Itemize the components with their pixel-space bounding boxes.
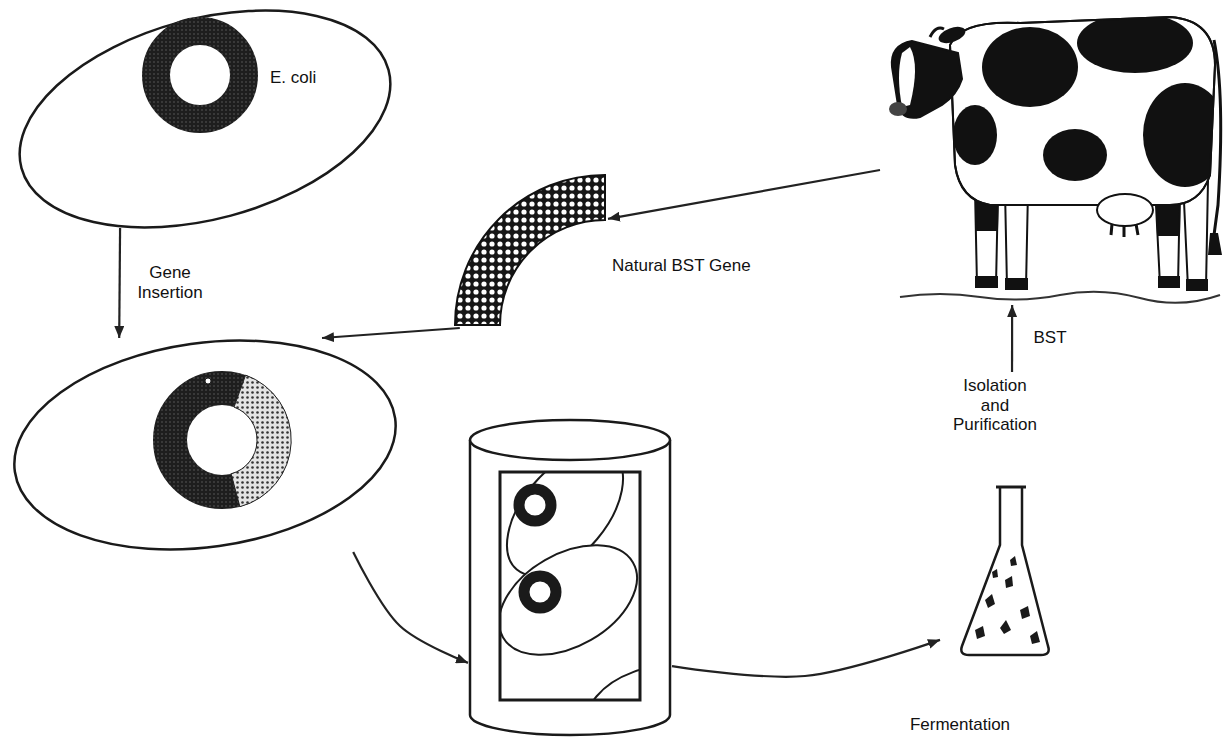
flask: [961, 487, 1048, 655]
modified-cell: [10, 338, 400, 552]
gene-segment: Natural BST Gene: [452, 172, 608, 328]
fermentation-tank: [470, 420, 713, 741]
tail: [1214, 40, 1221, 235]
crystals: [975, 556, 1040, 644]
ecoli-cell: [0, 0, 414, 265]
arrow-label: Gene Insertion: [130, 263, 210, 302]
gene-segment: [455, 175, 605, 325]
node-label: Natural BST Gene: [612, 256, 751, 276]
node-label: Isolation and Purification: [951, 376, 1039, 435]
arrow-label: BST: [1025, 328, 1075, 348]
flow-arrow: [118, 228, 121, 338]
cow: [889, 13, 1227, 303]
flow-arrow: [322, 328, 460, 338]
flow-arrow: [672, 640, 940, 677]
cow-figure: [880, 5, 1225, 305]
flask-box: Isolation and Purification: [940, 372, 1050, 660]
flow-arrow: [353, 552, 468, 663]
plasmid-ring: [156, 31, 244, 119]
arrow-label: Fermentation: [895, 715, 1025, 735]
udder: [1097, 194, 1153, 226]
modified-cell: [1, 317, 410, 572]
flow-arrow: [1011, 305, 1013, 372]
cells-in-tank: [500, 472, 640, 700]
fermentation-tank-box: [468, 418, 672, 736]
flow-arrow: [608, 170, 880, 219]
node-label: E. coli: [270, 68, 316, 88]
inserted-gene: [231, 375, 291, 507]
ecoli-cell: E. coli: [12, 10, 398, 228]
